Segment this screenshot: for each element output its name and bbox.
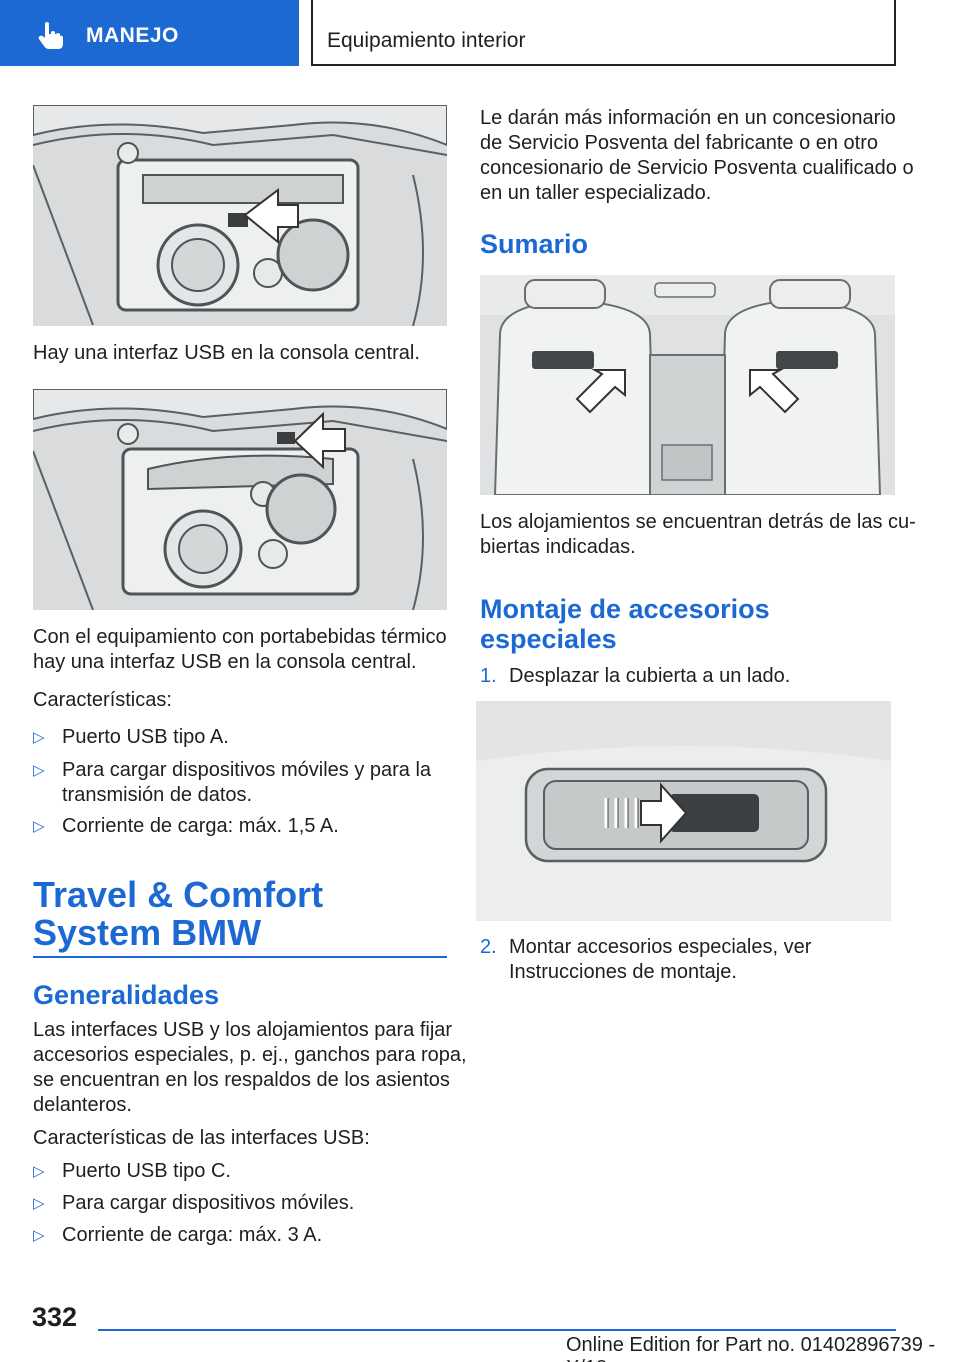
section-tab[interactable]: MANEJO <box>0 0 299 66</box>
heading-divider <box>33 956 447 958</box>
bullet-triangle-icon: ▷ <box>33 762 45 779</box>
section-title: MANEJO <box>86 24 179 47</box>
step-text: Desplazar la cubierta a un lado. <box>509 665 791 687</box>
intro-line: en un taller especializado. <box>480 182 712 204</box>
chapter-header: Equipamiento interior <box>311 0 896 66</box>
feature-text-continued: transmisión de datos. <box>62 784 253 806</box>
bullet-triangle-icon: ▷ <box>33 1227 45 1244</box>
feature2-text: Corriente de carga: máx. 3 A. <box>62 1224 323 1246</box>
feature-text: Corriente de carga: máx. 1,5 A. <box>62 815 339 837</box>
chapter-title: Equipamiento interior <box>327 29 526 52</box>
intro-line: concesionario de Servicio Posventa cuali… <box>480 157 914 179</box>
sumario-caption-line1: Los alojamientos se encuentran detrás de… <box>480 511 916 533</box>
para-line: se encuentran en los respaldos de los as… <box>33 1069 450 1091</box>
sumario-caption-line2: biertas indicadas. <box>480 536 636 558</box>
caption-thermal-line2: hay una interfaz USB en la consola centr… <box>33 651 417 673</box>
console-thermal-cupholder-figure <box>33 389 447 610</box>
bullet-triangle-icon: ▷ <box>33 1163 45 1180</box>
para-line: Las interfaces USB y los alojamientos pa… <box>33 1019 453 1041</box>
seat-backrests-figure <box>480 275 895 495</box>
pointing-hand-icon <box>38 22 63 49</box>
para-line: delanteros. <box>33 1094 132 1116</box>
heading-sumario: Sumario <box>480 229 589 259</box>
step-number: 1. <box>480 665 497 687</box>
intro-line: de Servicio Posventa del fabricante o en… <box>480 132 879 154</box>
step-number: 2. <box>480 936 497 958</box>
subheading-generalidades: Generalidades <box>33 980 220 1010</box>
feature-text: Puerto USB tipo A. <box>62 726 229 748</box>
intro-line: Le darán más información en un concesion… <box>480 107 896 129</box>
step-text: Montar accesorios especiales, ver <box>509 936 812 958</box>
footer-divider <box>98 1329 896 1331</box>
cover-slide-figure <box>476 701 891 921</box>
page-number: 332 <box>32 1302 78 1332</box>
features-label: Características: <box>33 689 172 711</box>
para-line: accesorios especiales, p. ej., ganchos p… <box>33 1044 467 1066</box>
edition-note: Online Edition for Part no. 01402896739 … <box>566 1334 936 1362</box>
bullet-triangle-icon: ▷ <box>33 818 45 835</box>
step-text: Instrucciones de montaje. <box>509 961 737 983</box>
feature2-text: Para cargar dispositivos móviles. <box>62 1192 355 1214</box>
caption-thermal-line1: Con el equipamiento con portabebidas tér… <box>33 626 447 648</box>
heading-montaje-line2: especiales <box>480 624 617 654</box>
heading-travel-comfort: Travel & Comfort <box>33 874 324 915</box>
feature-text: Para cargar dispositivos móviles y para … <box>62 759 432 781</box>
feature2-text: Puerto USB tipo C. <box>62 1160 231 1182</box>
features2-label: Características de las interfaces USB: <box>33 1127 370 1149</box>
heading-system-bmw: System BMW <box>33 912 262 953</box>
bullet-triangle-icon: ▷ <box>33 729 45 746</box>
caption-usb-console: Hay una interfaz USB en la consola centr… <box>33 342 420 364</box>
bullet-triangle-icon: ▷ <box>33 1195 45 1212</box>
heading-montaje-line1: Montaje de accesorios <box>480 594 770 624</box>
console-usb-figure <box>33 105 447 326</box>
